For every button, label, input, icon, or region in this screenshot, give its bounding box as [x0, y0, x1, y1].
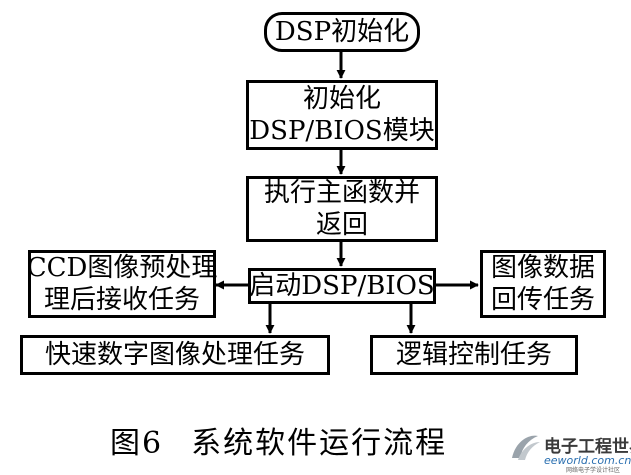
ccd-task-line-2: 理后接收任务: [43, 285, 200, 315]
execute-main-line-1: 执行主函数并: [263, 178, 420, 208]
watermark-title: 电子工程世界: [544, 437, 631, 457]
watermark-subtitle: 网络电子学设计社区: [566, 467, 621, 474]
watermark-domain: eeworld.com.cn: [544, 454, 631, 467]
return-task-line-1: 图像数据: [490, 253, 595, 283]
eeworld-logo-icon: [512, 435, 540, 460]
logic-control-task-label: 逻辑控制任务: [395, 340, 552, 370]
start-node: DSP初始化: [264, 12, 420, 52]
execute-main-node: 执行主函数并 返回: [246, 176, 438, 242]
fast-processing-task-label: 快速数字图像处理任务: [44, 340, 305, 370]
init-module-line-2: DSP/BIOS模块: [249, 116, 435, 146]
ccd-task-line-1: CCD图像预处理: [26, 253, 218, 283]
execute-main-line-2: 返回: [315, 210, 368, 240]
init-module-node: 初始化 DSP/BIOS模块: [246, 80, 438, 150]
fast-processing-task-node: 快速数字图像处理任务: [20, 335, 330, 375]
figure-caption: 图6 系统软件运行流程: [110, 418, 447, 462]
figure-title: 系统软件运行流程: [191, 426, 448, 461]
launch-bios-node: 启动DSP/BIOS: [248, 268, 436, 304]
ccd-task-node: CCD图像预处理 理后接收任务: [26, 250, 218, 318]
launch-bios-label: 启动DSP/BIOS: [249, 271, 435, 301]
return-task-line-2: 回传任务: [490, 285, 595, 315]
start-node-label: DSP初始化: [274, 17, 410, 47]
logic-control-task-node: 逻辑控制任务: [370, 335, 578, 375]
init-module-line-1: 初始化: [302, 84, 381, 114]
watermark: 电子工程世界 eeworld.com.cn 网络电子学设计社区: [508, 430, 631, 474]
return-task-node: 图像数据 回传任务: [480, 250, 606, 318]
figure-number: 图6: [110, 426, 164, 461]
